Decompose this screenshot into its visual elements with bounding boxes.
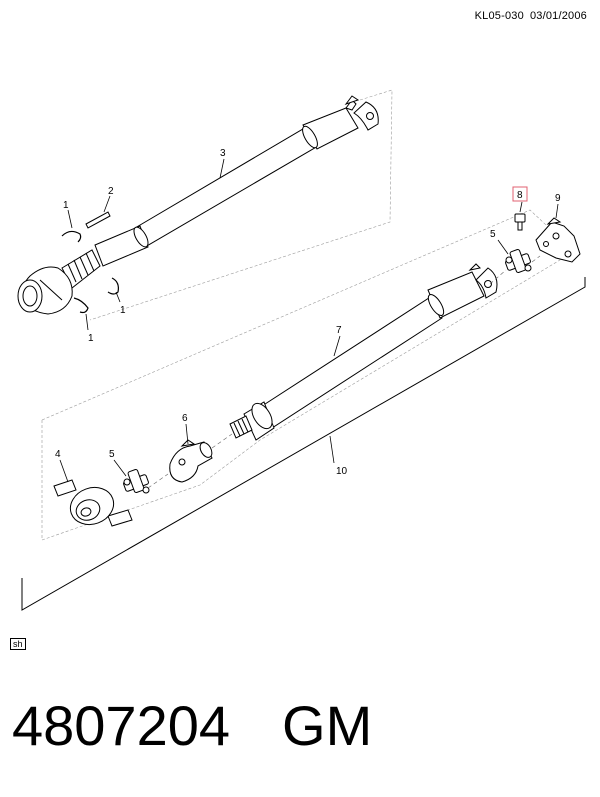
callout-4: 4 [55,449,61,460]
callout-7: 7 [336,325,342,336]
callout-1-right: 1 [120,305,126,316]
callout-labels: 3 2 1 1 1 4 5 6 7 10 5 9 8 [55,148,561,477]
callout-5-upper: 5 [490,229,496,240]
callout-2: 2 [108,186,114,197]
retaining-clip-upper [61,230,82,243]
assembly-outline-rear [41,209,561,541]
roll-pin [85,211,111,229]
callout-10: 10 [336,466,348,477]
cv-boot [61,249,101,289]
companion-flange [535,217,581,263]
center-support-bearing [53,479,133,527]
leader-lines [59,158,559,483]
drawing-date: 03/01/2006 [529,10,587,22]
rear-centerline [147,255,541,489]
sheet-label: sh [10,638,26,650]
brand-name: GM [282,694,373,757]
flange-bolt [514,213,526,231]
callout-9: 9 [555,193,561,204]
callout-1-lower: 1 [88,333,94,344]
part-number: 4807204 [12,694,231,757]
universal-joint-lower [123,469,150,494]
callout-8: 8 [517,190,523,201]
slip-yoke [169,439,213,483]
drawing-reference: KL05-030 03/01/2006 [475,10,587,22]
retaining-clip-lower [73,297,89,314]
callout-8-highlight [512,186,528,202]
callout-3: 3 [220,148,226,159]
assembly-bracket-10 [21,277,586,611]
assembly-outline-front [89,89,393,321]
callout-1-upper: 1 [63,200,69,211]
callout-6: 6 [182,413,188,424]
rear-driveshaft [229,263,498,441]
drawing-code: KL05-030 [474,10,524,22]
universal-joint-upper [505,249,532,273]
callout-5-lower: 5 [109,449,115,460]
retaining-clip-right [107,277,119,295]
front-driveshaft [17,95,379,315]
cv-joint [17,266,73,315]
